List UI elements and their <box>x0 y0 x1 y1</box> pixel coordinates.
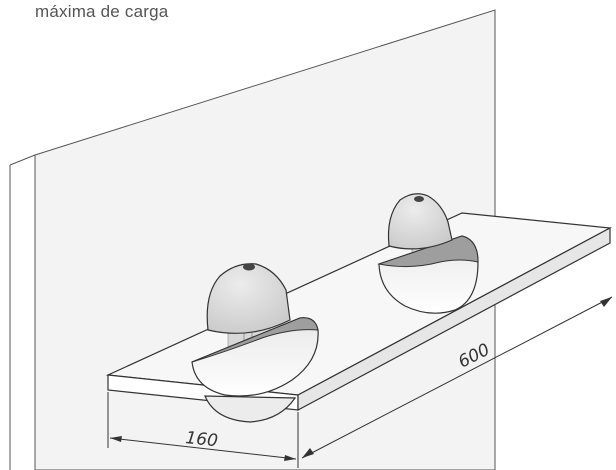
caption-text: máxima de carga <box>35 2 169 21</box>
shelf-side <box>297 226 611 412</box>
wall-edge-line <box>9 154 36 166</box>
bracket-right <box>377 193 479 314</box>
dimension-depth: 160 <box>107 392 299 468</box>
bracket-left <box>191 263 319 423</box>
depth-label: 160 <box>184 428 218 451</box>
